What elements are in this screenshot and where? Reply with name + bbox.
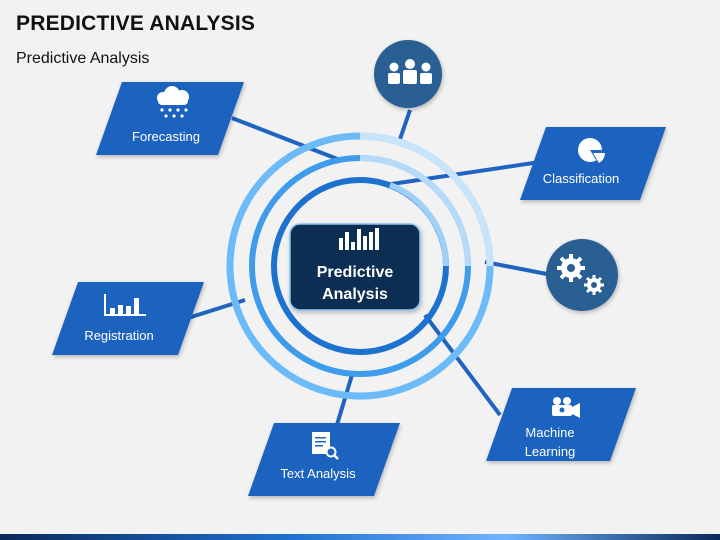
bar-chart-icon: [104, 294, 146, 316]
page-title: PREDICTIVE ANALYSIS: [16, 12, 256, 35]
text-analysis-node[interactable]: [248, 423, 400, 496]
center-node[interactable]: [289, 223, 421, 311]
connector-classification: [384, 160, 541, 187]
ring-middle-highlight: [359, 155, 471, 267]
page-subtitle: Predictive Analysis: [16, 50, 150, 67]
machine-learning-node[interactable]: [486, 388, 636, 461]
registration-node[interactable]: [52, 282, 204, 355]
people-group-icon: [388, 59, 432, 84]
analytics-icon: [339, 228, 379, 250]
connector-forecasting: [231, 116, 341, 162]
registration-label: Registration: [84, 328, 153, 343]
connector-gears: [484, 260, 553, 277]
connector-text-analysis: [334, 374, 354, 429]
forecasting-node[interactable]: [96, 82, 244, 155]
forecasting-label: Forecasting: [132, 129, 200, 144]
document-search-icon: [312, 432, 339, 460]
ring-outer-highlight: [359, 132, 494, 267]
text-analysis-label: Text Analysis: [280, 466, 356, 481]
rain-cloud-icon: [157, 86, 189, 118]
machine-learning-label-line1: Machine: [525, 425, 574, 440]
robot-camera-icon: [552, 397, 580, 418]
center-label-line2: Analysis: [322, 286, 388, 303]
pie-chart-icon: [578, 138, 605, 163]
classification-node[interactable]: [520, 127, 666, 200]
ring-inner-highlight: [388, 182, 450, 267]
bottom-accent-bar: [0, 534, 720, 540]
gears-node[interactable]: [546, 239, 618, 311]
machine-learning-label-line2: Learning: [525, 444, 576, 459]
center-label-line1: Predictive: [317, 264, 394, 281]
concentric-rings: [226, 132, 494, 400]
connector-machine-learning: [423, 313, 502, 417]
classification-label: Classification: [543, 171, 620, 186]
gears-icon: [557, 254, 604, 295]
